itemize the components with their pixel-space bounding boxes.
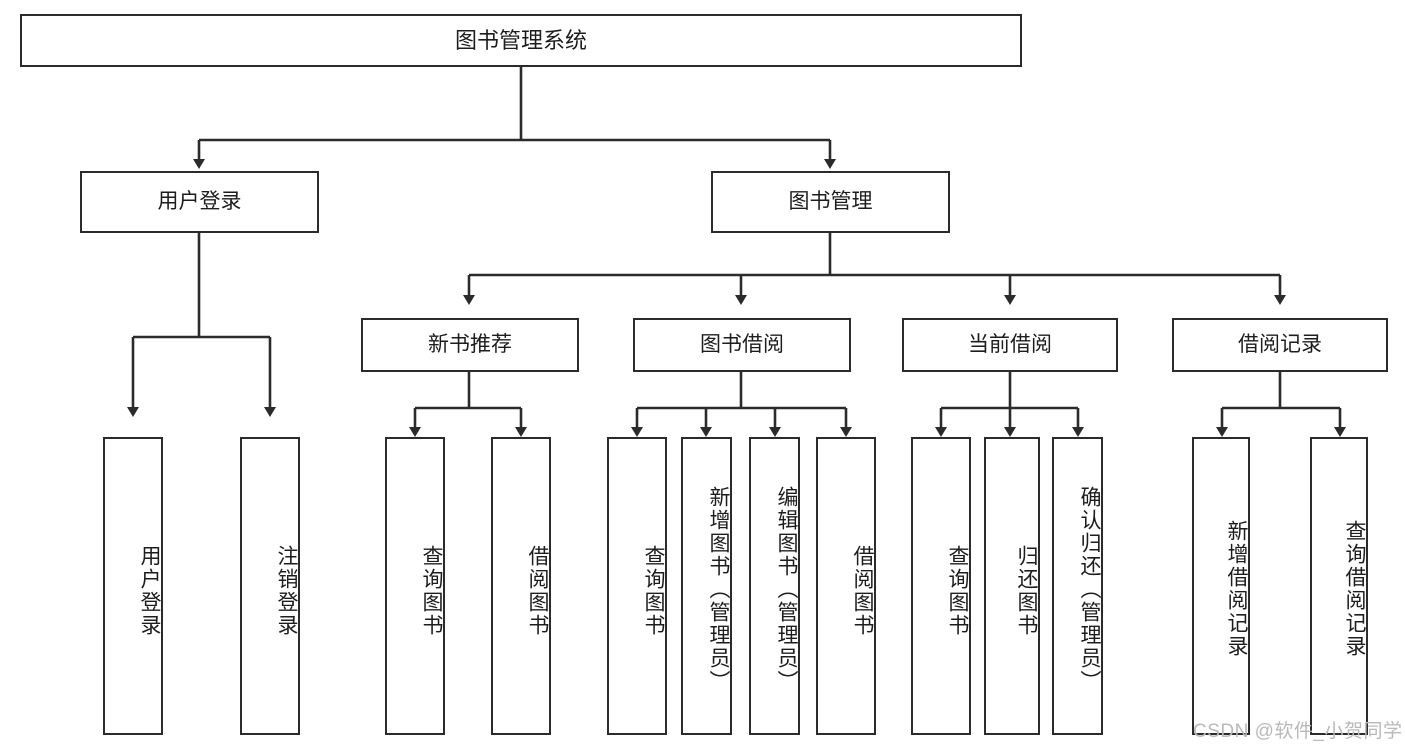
node-user-login[interactable]: 用户登录 — [80, 171, 319, 233]
leaf-book-borrow-add-book-admin[interactable]: 新增图书（管理员） — [681, 437, 732, 735]
leaf-book-borrow-query-book[interactable]: 查询图书 — [607, 437, 667, 735]
leaf-borrow-record-query-record[interactable]: 查询借阅记录 — [1310, 437, 1368, 735]
watermark-text: CSDN @软件_小贺同学 — [1193, 721, 1403, 742]
node-label: 查询借阅记录 — [1343, 520, 1366, 658]
node-label: 新增图书（管理员） — [707, 485, 730, 693]
leaf-current-borrow-return-book[interactable]: 归还图书 — [984, 437, 1040, 735]
leaf-book-borrow-borrow-book[interactable]: 借阅图书 — [816, 437, 876, 735]
node-label: 图书管理系统 — [454, 27, 587, 53]
node-label: 注销登录 — [275, 545, 298, 637]
leaf-user-login-login[interactable]: 用户登录 — [103, 437, 163, 735]
node-root-book-management-system[interactable]: 图书管理系统 — [20, 14, 1022, 67]
node-current-borrow[interactable]: 当前借阅 — [902, 318, 1118, 372]
node-label: 确认归还（管理员） — [1078, 485, 1101, 693]
leaf-user-login-logout[interactable]: 注销登录 — [240, 437, 300, 735]
leaf-current-borrow-confirm-return-admin[interactable]: 确认归还（管理员） — [1052, 437, 1103, 735]
leaf-new-book-query-book[interactable]: 查询图书 — [385, 437, 445, 735]
node-label: 查询图书 — [946, 545, 969, 637]
leaf-book-borrow-edit-book-admin[interactable]: 编辑图书（管理员） — [749, 437, 800, 735]
leaf-current-borrow-query-book[interactable]: 查询图书 — [911, 437, 971, 735]
node-label: 查询图书 — [420, 545, 443, 637]
node-new-book-recommend[interactable]: 新书推荐 — [361, 318, 579, 372]
node-label: 编辑图书（管理员） — [775, 485, 798, 693]
node-label: 查询图书 — [642, 545, 665, 637]
node-label: 图书借阅 — [700, 332, 784, 356]
node-label: 当前借阅 — [968, 332, 1052, 356]
node-label: 用户登录 — [157, 189, 242, 213]
node-label: 用户登录 — [138, 545, 161, 637]
node-label: 新增借阅记录 — [1225, 520, 1248, 658]
node-label: 借阅记录 — [1238, 332, 1322, 356]
node-book-management[interactable]: 图书管理 — [711, 171, 950, 233]
node-label: 借阅图书 — [526, 545, 549, 637]
node-label: 新书推荐 — [428, 332, 512, 356]
node-book-borrow[interactable]: 图书借阅 — [633, 318, 851, 372]
node-borrow-record[interactable]: 借阅记录 — [1172, 318, 1388, 372]
leaf-new-book-borrow-book[interactable]: 借阅图书 — [491, 437, 551, 735]
leaf-borrow-record-add-record[interactable]: 新增借阅记录 — [1192, 437, 1250, 735]
node-label: 归还图书 — [1015, 545, 1038, 637]
node-label: 图书管理 — [788, 189, 873, 213]
node-label: 借阅图书 — [851, 545, 874, 637]
